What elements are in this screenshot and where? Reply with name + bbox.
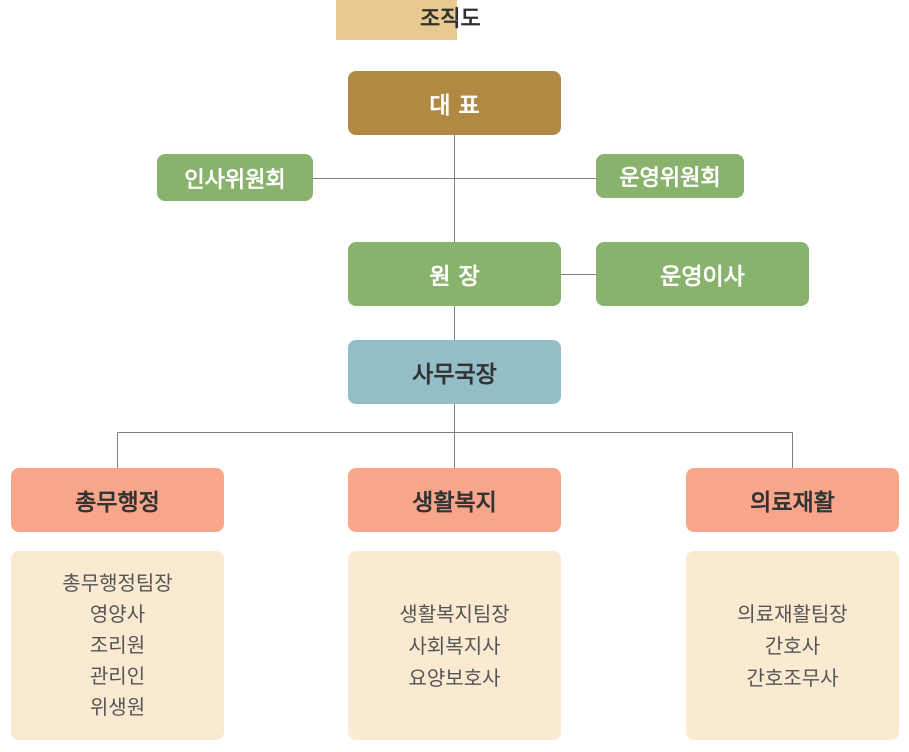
ceo-node: 대 표	[348, 71, 561, 135]
title-accent-bar	[336, 0, 457, 40]
staff-item: 요양보호사	[408, 665, 501, 690]
hr-committee-label: 인사위원회	[184, 167, 286, 193]
secretary-general-label: 사무국장	[412, 362, 497, 388]
staff-item: 관리인	[89, 664, 146, 688]
department-living-welfare: 생활복지	[348, 468, 561, 532]
department-label: 의료재활	[750, 490, 835, 516]
page-title: 조직도	[420, 7, 481, 32]
ops-director-label: 운영이사	[660, 264, 745, 290]
staff-item: 사회복지사	[408, 633, 501, 658]
director-node: 원 장	[348, 242, 561, 306]
department-label: 생활복지	[412, 490, 497, 516]
staff-list-living-welfare: 생활복지팀장 사회복지사 요양보호사	[348, 551, 561, 740]
staff-item: 영양사	[89, 602, 146, 626]
staff-list-general-admin: 총무행정팀장 영양사 조리원 관리인 위생원	[11, 551, 224, 740]
ops-committee-node: 운영위원회	[596, 154, 744, 198]
staff-item: 의료재활팀장	[737, 601, 848, 626]
staff-item: 조리원	[89, 633, 146, 657]
ops-committee-label: 운영위원회	[619, 166, 721, 191]
secretary-general-node: 사무국장	[348, 340, 561, 404]
staff-item: 위생원	[89, 695, 146, 719]
department-label: 총무행정	[75, 490, 160, 516]
staff-item: 간호조무사	[746, 665, 839, 690]
department-medical-rehab: 의료재활	[686, 468, 899, 532]
staff-item: 총무행정팀장	[62, 571, 173, 595]
staff-item: 생활복지팀장	[399, 601, 510, 626]
department-general-admin: 총무행정	[11, 468, 224, 532]
ops-director-node: 운영이사	[596, 242, 809, 306]
hr-committee-node: 인사위원회	[157, 154, 313, 201]
ceo-label: 대 표	[429, 93, 480, 119]
staff-list-medical-rehab: 의료재활팀장 간호사 간호조무사	[686, 551, 899, 740]
director-label: 원 장	[429, 264, 480, 290]
staff-item: 간호사	[764, 633, 821, 658]
